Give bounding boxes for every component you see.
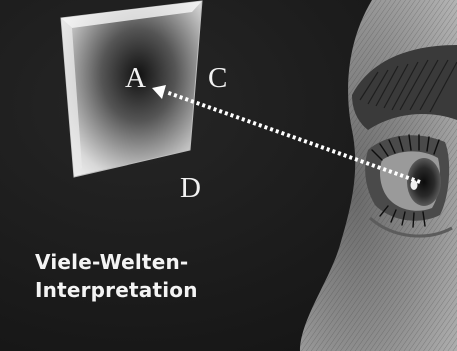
caption: Viele-Welten- Interpretation <box>35 248 198 304</box>
label-c: C <box>208 64 227 93</box>
caption-line-2: Interpretation <box>35 276 198 304</box>
label-a: A <box>125 64 146 93</box>
label-d: D <box>180 174 201 203</box>
caption-line-1: Viele-Welten- <box>35 248 198 276</box>
